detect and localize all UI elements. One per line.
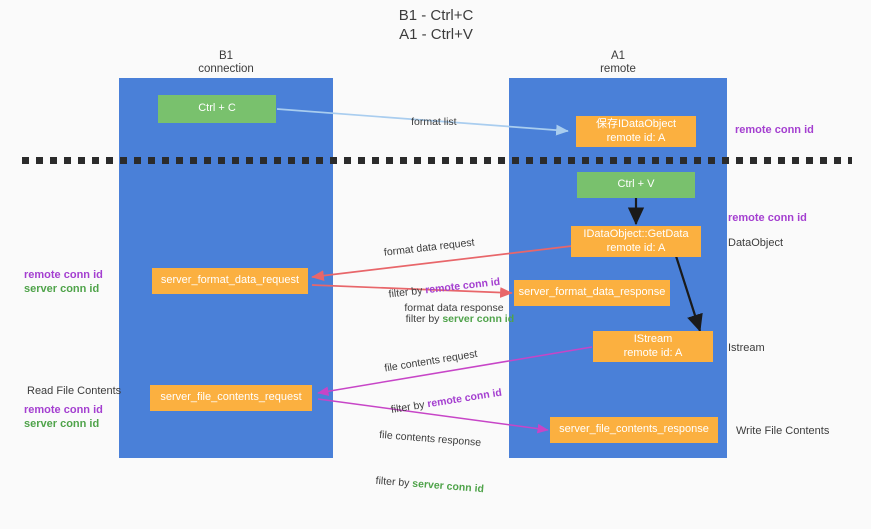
node-istream[interactable]: IStream remote id: A [593,331,713,362]
edge-label-format-data-response-filter: filter by server conn id [364,298,544,340]
annotation-left-server-conn-id-bot: server conn id [24,418,100,430]
page-title-line1: B1 - Ctrl+C [398,7,474,24]
node-ctrl-c[interactable]: Ctrl + C [158,95,276,123]
node-ctrl-c-label: Ctrl + C [198,102,236,115]
node-istream-line1: IStream [633,333,673,345]
node-save-idataobject-line2: remote id: A [606,131,666,144]
annotation-right-remote-conn-id-top: remote conn id [735,124,814,136]
filter-prefix: filter by [375,474,413,490]
node-server-format-data-response-label: server_format_data_response [518,286,666,299]
node-server-file-contents-response-label: server_file_contents_response [559,423,709,436]
node-idataobject-getdata-line2: remote id: A [606,241,666,254]
edge-label-format-data-request-text: format data request [383,236,476,259]
annotation-left-remote-conn-id-mid: remote conn id [24,269,103,281]
column-header-a1-subtitle: remote [600,63,636,75]
edge-label-file-contents-response: file contents response filter by server … [373,400,552,529]
node-server-format-data-response[interactable]: server_format_data_response [514,280,670,306]
node-server-format-data-request-label: server_format_data_request [160,274,300,287]
node-ctrl-v-label: Ctrl + V [617,178,655,191]
node-ctrl-v[interactable]: Ctrl + V [577,172,695,198]
edge-label-format-list-text: format list [411,116,457,128]
edge-label-file-contents-response-filter: filter by server conn id [375,474,546,501]
annotation-left-server-conn-id-mid: server conn id [24,283,100,295]
annotation-right-istream: Istream [728,342,765,354]
annotation-left-read-file-contents: Read File Contents [27,385,122,397]
filter-key-server-conn-id: server conn id [442,313,515,325]
annotation-right-write-file-contents: Write File Contents [736,425,830,437]
page-title-line2: A1 - Ctrl+V [399,26,473,43]
node-server-format-data-request[interactable]: server_format_data_request [152,268,308,294]
node-istream-line2: remote id: A [623,346,683,359]
edge-label-format-data-response: format data response [364,273,544,343]
node-server-file-contents-request-label: server_file_contents_request [160,391,302,404]
filter-key-server-conn-id: server conn id [411,477,485,496]
edge-label-file-contents-response-text: file contents response [378,428,482,449]
edge-label-format-list: format list [358,101,498,143]
column-header-a1-name: A1 [610,50,626,62]
annotation-right-remote-conn-id-mid: remote conn id [728,212,807,224]
node-idataobject-getdata[interactable]: IDataObject::GetData remote id: A [571,226,701,257]
filter-prefix: filter by [405,313,443,325]
column-header-b1-name: B1 [218,50,234,62]
node-idataobject-getdata-line1: IDataObject::GetData [583,228,689,240]
annotation-left-remote-conn-id-bot: remote conn id [24,404,103,416]
diagram-canvas: B1 - Ctrl+C A1 - Ctrl+V B1 connection A1… [22,7,852,495]
edge-label-file-contents-request-text: file contents request [383,347,479,375]
node-server-file-contents-request[interactable]: server_file_contents_request [150,385,312,411]
annotation-right-dataobject: DataObject [728,237,784,249]
node-save-idataobject-line1: 保存IDataObject [595,118,677,130]
node-server-file-contents-response[interactable]: server_file_contents_response [550,417,718,443]
column-header-b1-subtitle: connection [198,63,254,75]
edge-label-format-data-response-text: format data response [404,302,504,314]
node-save-idataobject[interactable]: 保存IDataObject remote id: A [576,116,696,147]
